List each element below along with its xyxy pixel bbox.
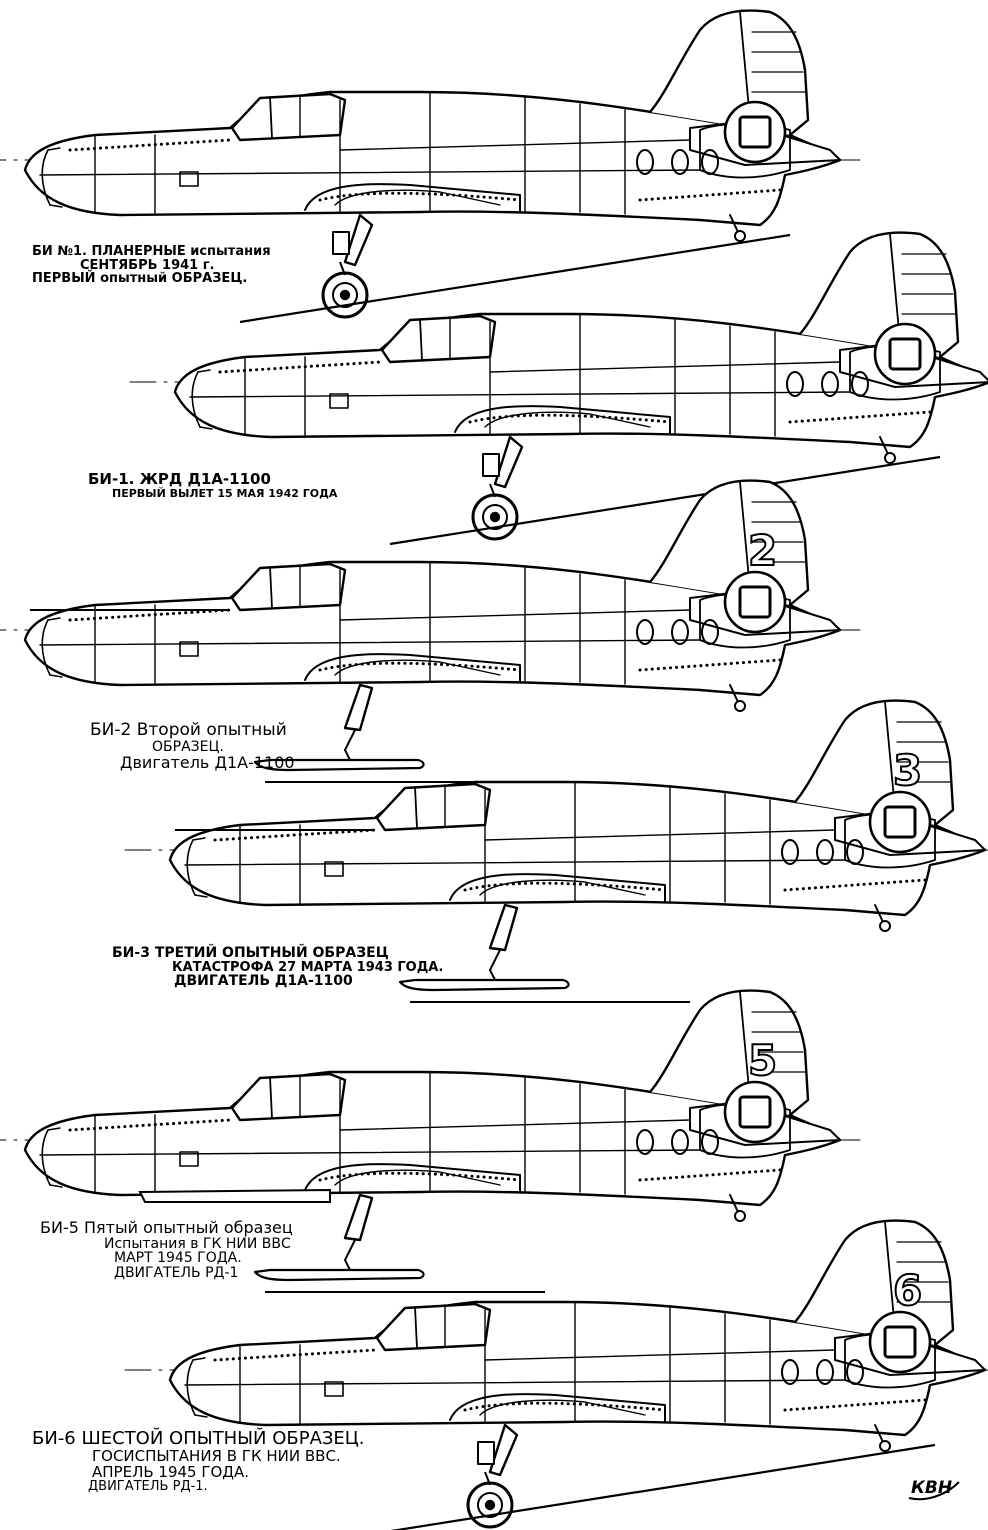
caption-bi2: БИ-2 Второй опытный ОБРАЗЕЦ. Двигатель Д… xyxy=(90,720,295,772)
caption-line: Испытания в ГК НИИ ВВС xyxy=(104,1235,291,1252)
aircraft-drawing-bi5: 5 xyxy=(0,989,862,1294)
caption-line: БИ №1. ПЛАНЕРНЫЕ испытания xyxy=(32,244,271,259)
caption-bi5: БИ-5 Пятый опытный образец Испытания в Г… xyxy=(40,1218,293,1282)
caption-line: ОБРАЗЕЦ. xyxy=(152,738,224,755)
caption-bi1: БИ-1. ЖРД Д1А-1100 ПЕРВЫЙ ВЫЛЕТ 15 МАЯ 1… xyxy=(88,470,338,500)
caption-line: АПРЕЛЬ 1945 ГОДА. xyxy=(92,1462,250,1481)
caption-line: КАТАСТРОФА 27 МАРТА 1943 ГОДА. xyxy=(172,959,444,975)
caption-line: БИ-2 Второй опытный xyxy=(90,720,287,740)
caption-line: БИ-3 ТРЕТИЙ ОПЫТНЫЙ ОБРАЗЕЦ xyxy=(112,945,389,961)
caption-bi3: БИ-3 ТРЕТИЙ ОПЫТНЫЙ ОБРАЗЕЦ КАТАСТРОФА 2… xyxy=(112,946,443,989)
signature-text: КВН xyxy=(911,1478,953,1498)
caption-line: МАРТ 1945 ГОДА. xyxy=(114,1250,242,1267)
caption-line: БИ-6 ШЕСТОЙ ОПЫТНЫЙ ОБРАЗЕЦ. xyxy=(32,1428,365,1449)
caption-bi1-glider: БИ №1. ПЛАНЕРНЫЕ испытания СЕНТЯБРЬ 1941… xyxy=(32,245,271,286)
tail-number-label-bi5: 5 xyxy=(748,1036,777,1085)
caption-line: ПЕРВЫЙ опытный ОБРАЗЕЦ. xyxy=(32,271,248,287)
caption-line: СЕНТЯБРЬ 1941 г. xyxy=(80,257,215,273)
caption-line: ГОСИСПЫТАНИЯ В ГК НИИ ВВС. xyxy=(92,1446,341,1465)
signature-underline xyxy=(908,1481,960,1501)
tail-number-label-bi2: 2 xyxy=(748,526,777,575)
aircraft-drawing-bi2: 2 xyxy=(0,479,862,784)
caption-line: БИ-5 Пятый опытный образец xyxy=(40,1218,293,1237)
tail-number-label-bi3: 3 xyxy=(893,746,922,795)
aircraft-drawing-bi3: 3 xyxy=(123,699,988,1004)
caption-line: БИ-1. ЖРД Д1А-1100 xyxy=(88,470,271,488)
caption-line: Двигатель Д1А-1100 xyxy=(120,752,295,772)
tail-number-label-bi6: 6 xyxy=(893,1266,922,1315)
caption-line: ДВИГАТЕЛЬ РД-1 xyxy=(114,1265,239,1282)
author-signature: КВН xyxy=(905,1474,963,1504)
aircraft-drawing-bi6: 6 xyxy=(123,1219,988,1530)
caption-bi6: БИ-6 ШЕСТОЙ ОПЫТНЫЙ ОБРАЗЕЦ. ГОСИСПЫТАНИ… xyxy=(32,1428,365,1495)
caption-line: ПЕРВЫЙ ВЫЛЕТ 15 МАЯ 1942 ГОДА xyxy=(112,486,338,500)
caption-line: ДВИГАТЕЛЬ Д1А-1100 xyxy=(174,973,353,990)
caption-line: ДВИГАТЕЛЬ РД-1. xyxy=(88,1479,208,1495)
